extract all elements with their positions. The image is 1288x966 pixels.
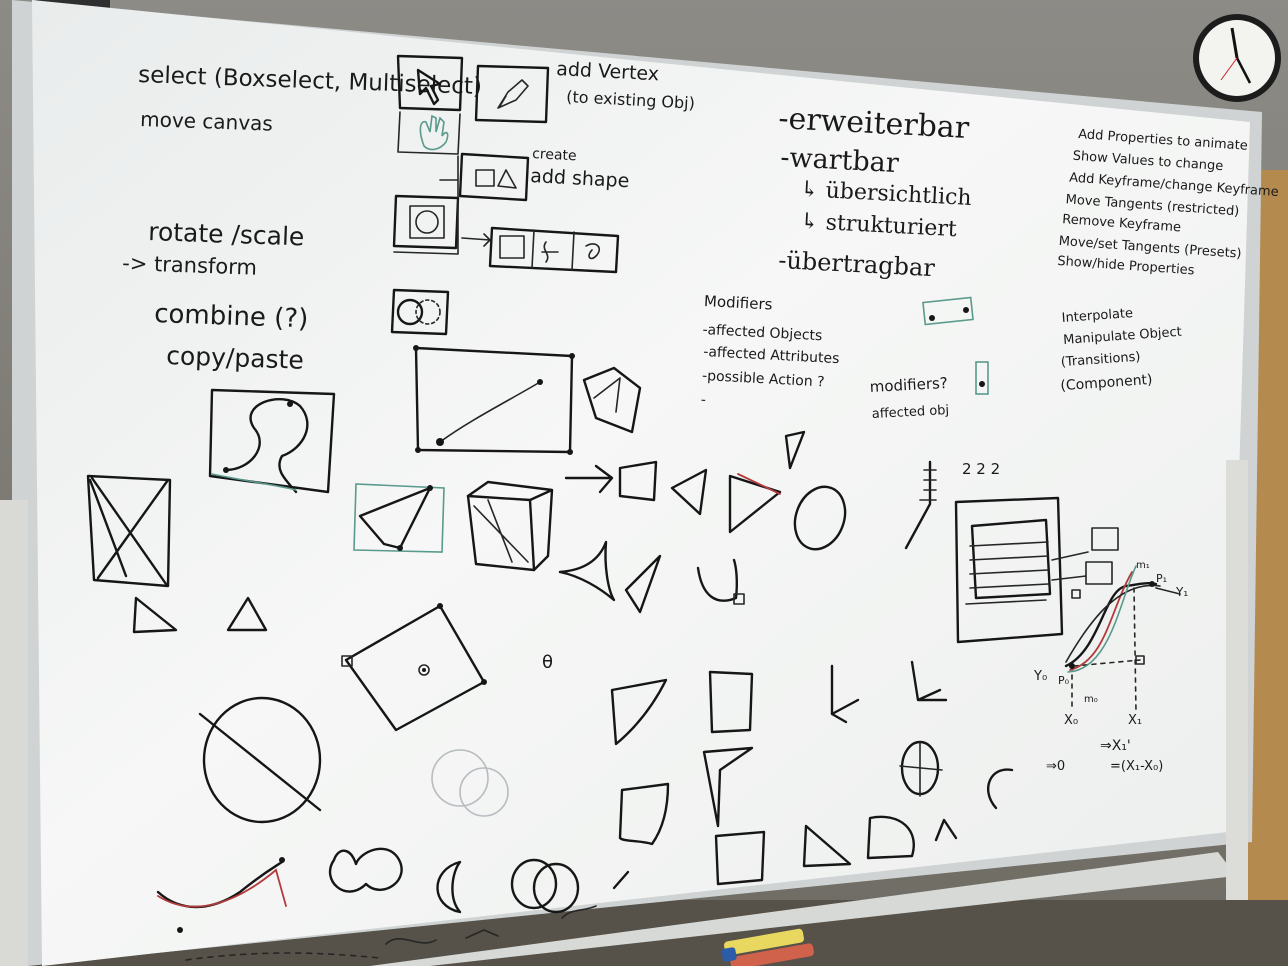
modifiers-notes: Modifiers -affected Objects -affected At… bbox=[700, 292, 840, 408]
triangle-sketches bbox=[132, 430, 958, 868]
interpolate-line: Interpolate bbox=[1061, 306, 1133, 326]
math-arrow-0: ⇒0 bbox=[1046, 759, 1065, 774]
keyframe-teal-sketch bbox=[922, 296, 989, 395]
selection-box-sketch bbox=[208, 388, 336, 494]
modifiers-item: -possible Action ? bbox=[702, 368, 825, 390]
quad-teal-sketch bbox=[353, 483, 445, 553]
math-formula: =(X₁-X₀) bbox=[1110, 759, 1163, 774]
modifiers-affected: affected obj bbox=[871, 403, 949, 422]
board-stand-left bbox=[0, 500, 28, 966]
tool-transform: -> transform bbox=[122, 251, 258, 280]
modifiers-question: modifiers? bbox=[869, 374, 948, 396]
add-shape-sketch bbox=[439, 152, 530, 202]
timeline-sketch bbox=[904, 460, 1119, 644]
math-y0: Y₀ bbox=[1033, 669, 1047, 684]
math-arrow-x1: ⇒X₁' bbox=[1100, 738, 1131, 754]
wall-clock bbox=[1193, 14, 1281, 102]
interpolate-line: (Component) bbox=[1060, 372, 1153, 394]
curve-graph-sketch bbox=[1064, 565, 1181, 713]
math-p0: P₀ bbox=[1058, 674, 1070, 687]
tool-copy-paste: copy/paste bbox=[166, 341, 304, 375]
select-tool-sketch bbox=[396, 54, 464, 155]
rotated-quad-sketch bbox=[582, 366, 642, 434]
theta-symbol: θ bbox=[542, 652, 553, 673]
tool-combine: combine (?) bbox=[154, 299, 309, 334]
tool-rotate-scale: rotate /scale bbox=[148, 217, 305, 251]
combine-tool-sketch bbox=[390, 288, 450, 336]
bottom-shapes-sketch bbox=[431, 660, 1014, 886]
crossed-box-sketch bbox=[86, 474, 172, 588]
modifiers-item: - bbox=[700, 392, 706, 408]
math-p1: P₁ bbox=[1156, 572, 1167, 585]
modifiers-item: -affected Attributes bbox=[703, 344, 840, 367]
board-stand-right bbox=[1226, 460, 1248, 900]
misc-shapes-sketch bbox=[558, 460, 847, 614]
math-y1: Y₁ bbox=[1175, 585, 1188, 599]
add-vertex-sketch bbox=[474, 64, 550, 124]
board-tray bbox=[370, 852, 1236, 966]
math-m1: m₁ bbox=[1136, 560, 1150, 571]
math-x1: X₁ bbox=[1128, 713, 1142, 728]
board-surface bbox=[32, 0, 1250, 966]
transform-tools-sketch bbox=[461, 226, 620, 274]
math-x0: X₀ bbox=[1064, 713, 1078, 728]
quality-wartbar: -wartbar bbox=[780, 142, 900, 179]
tool-create: create bbox=[532, 146, 577, 164]
bottom-curves-sketch bbox=[156, 847, 630, 961]
rotate-tool-sketch bbox=[392, 194, 460, 255]
tool-add-shape: add shape bbox=[530, 165, 630, 192]
tool-move-canvas: move canvas bbox=[140, 107, 273, 136]
canvas-sketch bbox=[413, 345, 575, 455]
cube-sketch bbox=[466, 480, 554, 572]
timeline-ticks: 2 2 2 bbox=[962, 460, 1000, 478]
modifiers-item: -affected Objects bbox=[702, 322, 823, 344]
crossed-circle-sketch bbox=[198, 696, 322, 824]
math-m0: m₀ bbox=[1084, 694, 1098, 705]
interpolate-line: (Transitions) bbox=[1060, 350, 1141, 371]
modifiers-title: Modifiers bbox=[704, 292, 773, 314]
diamond-sketch bbox=[341, 603, 487, 732]
tool-add-vertex: add Vertex bbox=[556, 58, 660, 85]
markers bbox=[721, 928, 814, 966]
